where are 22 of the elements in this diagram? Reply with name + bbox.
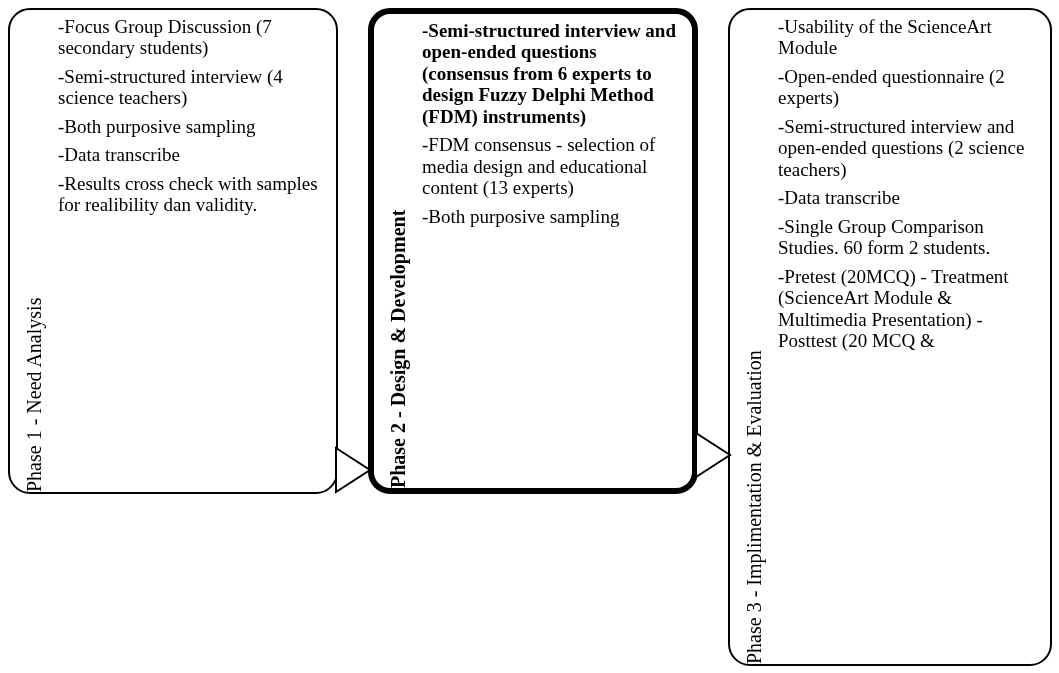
- activity-text: -Results cross check with samples for realibility dan validity.: [58, 172, 319, 216]
- phase-heading: Phase 3 - Implimentation & Evaluation: [743, 349, 765, 664]
- activity-text: -Semi-structured interview (4 science teachers): [58, 65, 284, 109]
- activity-text: -Semi-structured interview and open-ended questions (consensus from 6 experts to design Fuzzy Delphi Method (FDM) instruments): [422, 20, 677, 128]
- activity-text: -Both purposive sampling: [422, 205, 621, 228]
- activity-text: -Pretest (20MCQ) - Treatment (ScienceArt Module & Multimedia Presentation) - Posttest (20 MCQ &: [778, 265, 1010, 352]
- activity-text: -Single Group Comparison Studies. 60 form 2 students.: [778, 215, 992, 259]
- phase-heading: Phase 1 - Need Analysis: [23, 296, 45, 492]
- activity-text: -Usability of the ScienceArt Module: [778, 16, 993, 59]
- phase-box: [728, 8, 1052, 666]
- activity-text: -FDM consensus - selection of media design and educational content (13 experts): [422, 134, 657, 199]
- activity-text: -Both purposive sampling: [58, 115, 257, 138]
- phase-box: [368, 8, 698, 494]
- phase-heading: Phase 2 - Design & Development: [387, 208, 409, 488]
- activity-text: -Semi-structured interview and open-ended questions (2 science teachers): [778, 115, 1026, 181]
- activity-text: -Open-ended questionnaire (2 experts): [778, 65, 1006, 109]
- chevron-arrow: [695, 431, 732, 479]
- activity-text: -Data transcribe: [58, 144, 181, 166]
- activity-text: -Focus Group Discussion (7 secondary students): [58, 16, 273, 59]
- chevron-arrow: [335, 446, 372, 494]
- activity-text: -Data transcribe: [778, 187, 901, 209]
- phase-box: [8, 8, 338, 494]
